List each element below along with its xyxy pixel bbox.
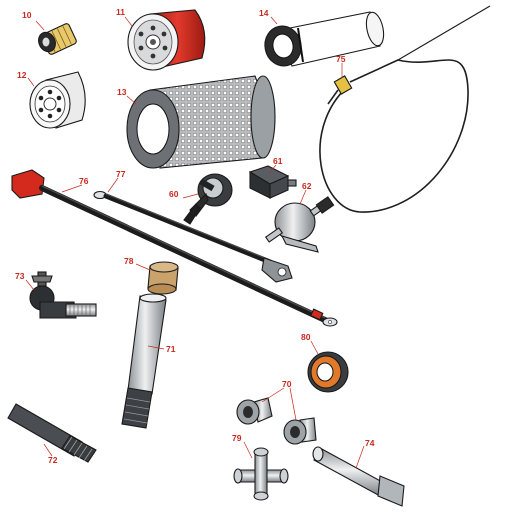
- battery-cable-short-drawing: [93, 190, 293, 283]
- clevis-pin-drawing: [312, 446, 405, 507]
- callout-60: 60: [169, 189, 179, 199]
- ignition-switch-drawing: [183, 173, 233, 225]
- relay-drawing: [248, 165, 297, 199]
- callout-14: 14: [259, 8, 269, 18]
- spindle-shaft-drawing: [121, 293, 167, 429]
- callout-76: 76: [79, 176, 89, 186]
- callout-78: 78: [124, 256, 134, 266]
- leader-lines: [25, 16, 365, 469]
- threaded-rod-drawing: [7, 403, 97, 463]
- callout-13: 13: [117, 87, 127, 97]
- callout-77: 77: [116, 169, 126, 179]
- callout-61: 61: [273, 156, 283, 166]
- throttle-cable-drawing: [319, 5, 491, 213]
- callout-74: 74: [365, 438, 375, 448]
- callout-80: 80: [301, 332, 311, 342]
- air-filter-element-drawing: [126, 75, 276, 169]
- callout-75: 75: [336, 54, 346, 64]
- tie-rod-end-drawing: [29, 271, 97, 319]
- fuel-filter-small-drawing: [38, 23, 77, 55]
- universal-joint-drawing: [233, 447, 289, 501]
- callout-72: 72: [48, 455, 58, 465]
- wheel-bearing-drawing: [307, 351, 349, 393]
- callout-labels: 10 11 14 12 75 13 61 76 77 60 62 78 73 7…: [15, 7, 375, 465]
- callout-71: 71: [166, 344, 176, 354]
- inner-air-filter-drawing: [264, 11, 385, 67]
- fuel-pump-drawing: [264, 196, 335, 253]
- callout-11: 11: [116, 7, 125, 17]
- battery-cable-long-drawing: [11, 169, 338, 327]
- callout-73: 73: [15, 271, 25, 281]
- spin-on-filter-drawing: [127, 9, 206, 71]
- callout-79: 79: [232, 433, 242, 443]
- callout-70: 70: [282, 379, 292, 389]
- callout-62: 62: [302, 181, 312, 191]
- callout-10: 10: [22, 10, 32, 20]
- flange-bushings-drawing: [236, 397, 317, 445]
- callout-12: 12: [17, 70, 27, 80]
- bushing-drawing: [147, 261, 179, 295]
- oil-filter-drawing: [29, 71, 86, 129]
